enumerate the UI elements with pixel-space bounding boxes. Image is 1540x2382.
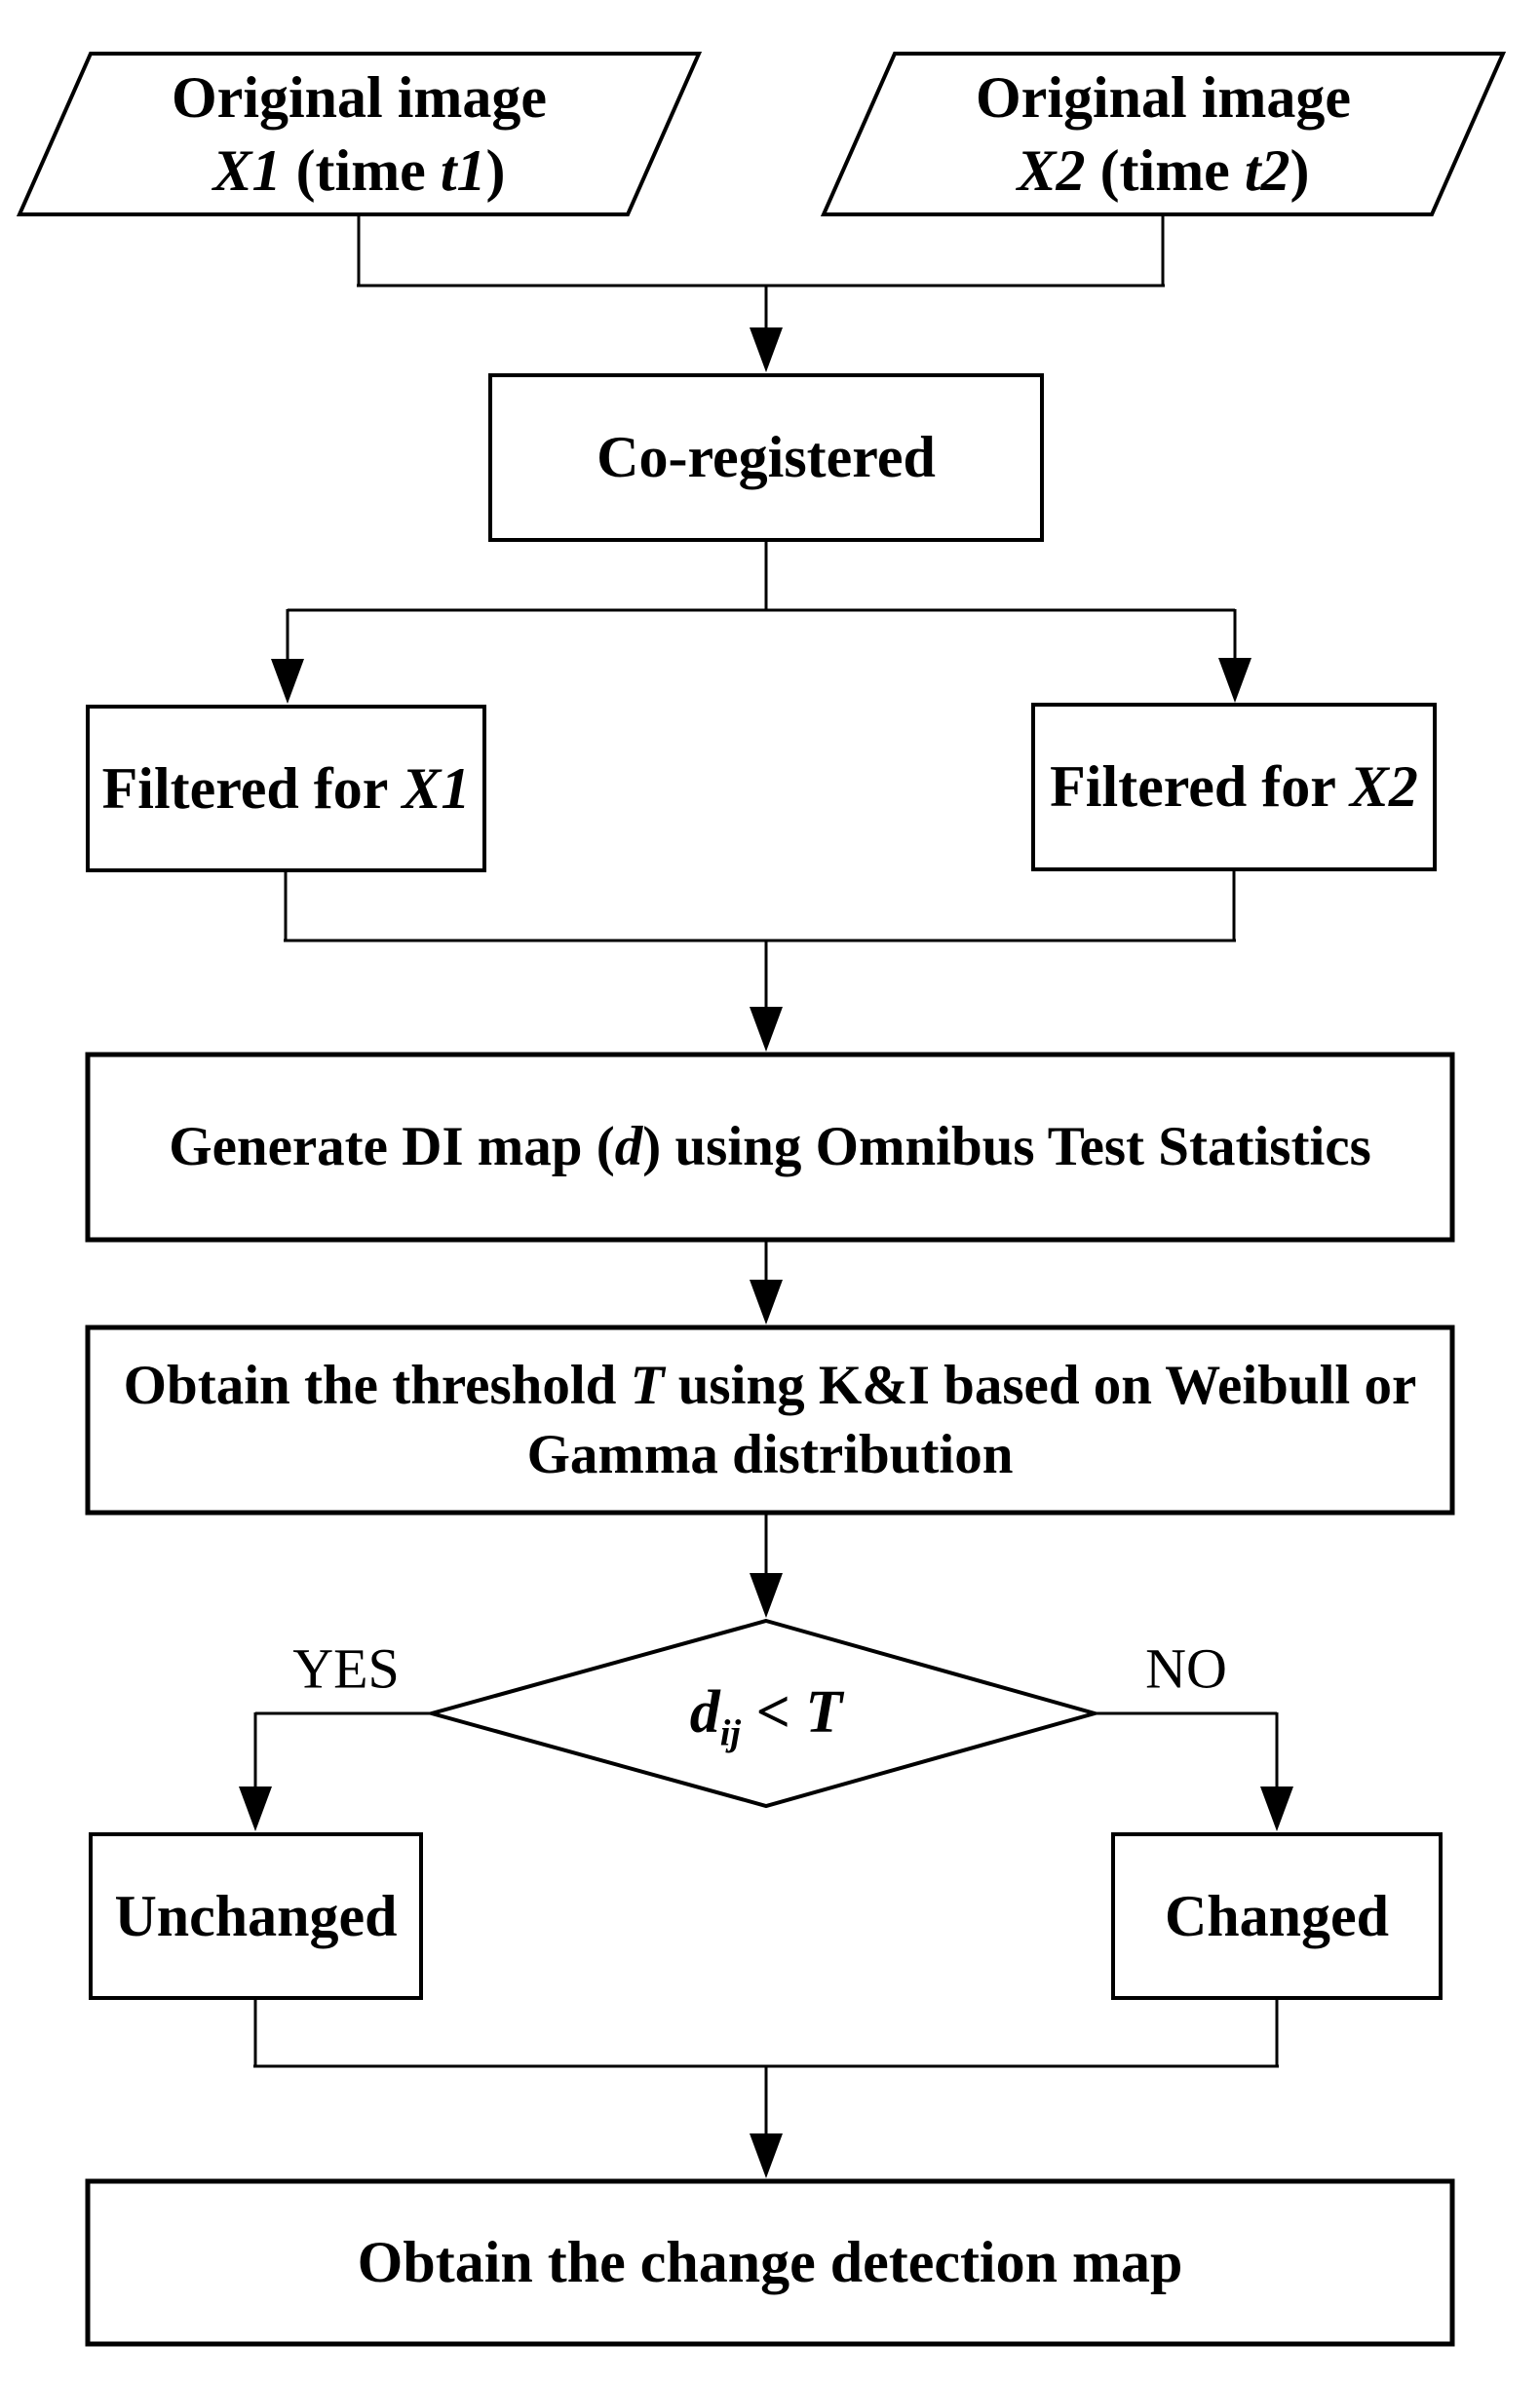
arrowhead-threshold xyxy=(750,1280,783,1325)
decision-diamond xyxy=(424,1618,1102,1809)
no-branch-label: NO xyxy=(1145,1636,1227,1701)
threshold-line1: Obtain the threshold T using K&I based o… xyxy=(123,1354,1417,1416)
arrowhead-unchanged xyxy=(239,1786,272,1831)
generate-box xyxy=(85,1052,1455,1243)
edge-coregister-to-filters xyxy=(286,540,1237,665)
threshold-box xyxy=(85,1325,1455,1516)
generate-label: Generate DI map (d) using Omnibus Test S… xyxy=(169,1116,1371,1178)
changed-label: Changed xyxy=(1164,1883,1390,1948)
filter2-box xyxy=(1031,703,1437,871)
arrowhead-decision xyxy=(750,1573,783,1618)
source1-line1: Original image xyxy=(172,64,547,130)
source2-parallelogram xyxy=(820,52,1507,216)
decision-label: dij < T xyxy=(689,1679,843,1754)
threshold-line2: Gamma distribution xyxy=(526,1424,1014,1485)
edge-no-branch xyxy=(1095,1711,1279,1791)
source1-label: Original image X1 (time t1) xyxy=(19,54,699,214)
final-label: Obtain the change detection map xyxy=(357,2230,1183,2294)
arrowhead-filter1 xyxy=(271,659,304,704)
edge-filters-to-generate xyxy=(284,869,1236,1015)
source2-line1: Original image xyxy=(976,64,1351,130)
filter2-label: Filtered for X2 xyxy=(1050,754,1418,819)
source2-label: Original image X2 (time t2) xyxy=(824,54,1503,214)
source1-parallelogram xyxy=(16,52,703,216)
source2-line2: X2 (time t2) xyxy=(1017,137,1310,203)
arrowhead-coregister xyxy=(750,327,783,372)
edge-outcomes-to-final xyxy=(253,1998,1279,2141)
arrowhead-generate xyxy=(750,1007,783,1052)
arrowhead-changed xyxy=(1260,1786,1293,1831)
arrowhead-final xyxy=(750,2133,783,2178)
coregister-label: Co-registered xyxy=(597,425,936,489)
final-box xyxy=(85,2178,1455,2347)
yes-branch-label: YES xyxy=(292,1636,400,1701)
arrowhead-filter2 xyxy=(1218,658,1251,703)
edge-yes-branch xyxy=(253,1711,432,1791)
unchanged-label: Unchanged xyxy=(114,1883,398,1948)
filter1-label: Filtered for X1 xyxy=(101,755,471,821)
changed-box xyxy=(1111,1832,1443,2000)
unchanged-box xyxy=(89,1832,423,2000)
source1-line2: X1 (time t1) xyxy=(212,137,506,203)
filter1-box xyxy=(86,705,486,872)
threshold-label: Obtain the threshold T using K&I based o… xyxy=(88,1327,1452,1513)
edge-sources-to-coregister xyxy=(357,214,1165,335)
coregister-box xyxy=(488,373,1044,542)
